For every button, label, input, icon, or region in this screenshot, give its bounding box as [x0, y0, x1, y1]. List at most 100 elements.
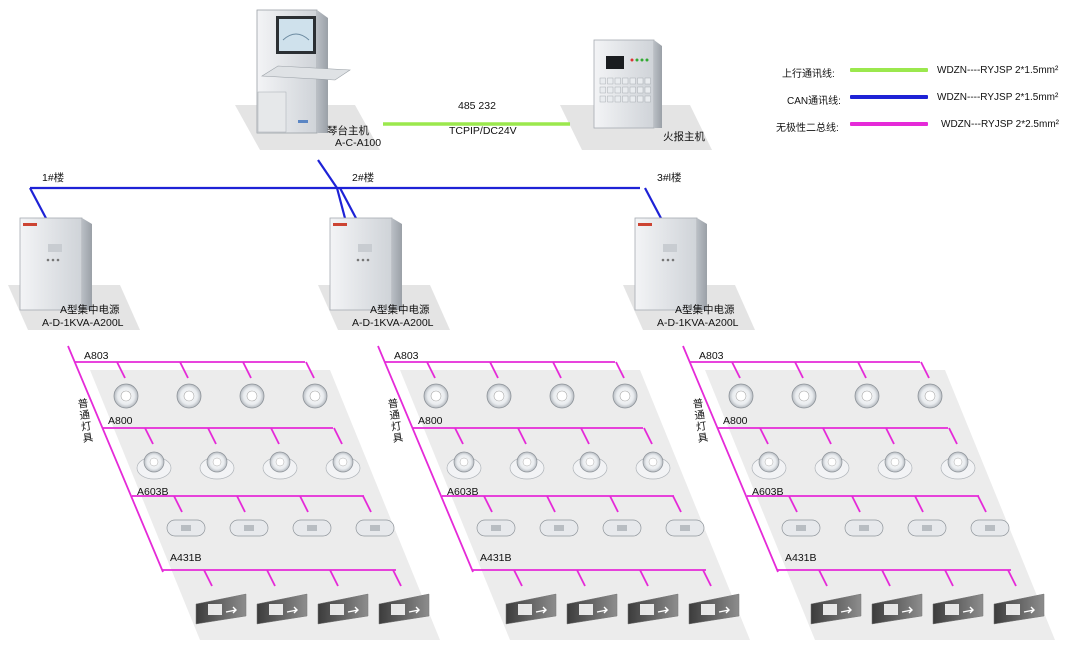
bus-spine	[682, 345, 779, 573]
bus-drop	[851, 495, 861, 513]
cabinet-led	[46, 258, 50, 262]
cabinet-led	[666, 258, 670, 262]
panel-button	[629, 95, 636, 103]
bus-drop	[885, 427, 895, 445]
downlight-lens	[309, 390, 321, 402]
panel-button	[614, 86, 621, 94]
exit-sign-figure	[391, 604, 405, 615]
row-label-a803: A803	[394, 350, 419, 362]
cabinet-side	[82, 218, 92, 310]
devices	[728, 383, 1045, 625]
dome-light-lens	[890, 457, 900, 467]
power-name: A型集中电源	[370, 304, 430, 316]
cabinet-led	[366, 258, 370, 262]
floor-group	[8, 217, 440, 640]
panel-button	[614, 95, 621, 103]
console-name: 琴台主机	[327, 125, 369, 137]
can-bus	[29, 159, 664, 223]
bus-drop	[609, 495, 619, 513]
bus-drop	[944, 569, 954, 587]
console-workstation-icon	[256, 9, 351, 134]
row-label-a800: A800	[418, 415, 443, 427]
power-model: A-D-1KVA-A200L	[657, 317, 739, 329]
exit-arrow-icon	[962, 606, 974, 614]
can-drop	[339, 187, 359, 223]
panel-button	[614, 77, 621, 85]
floor-tag: 2#楼	[352, 172, 375, 184]
bus-drop	[305, 361, 315, 379]
bus-drop	[759, 427, 769, 445]
dome-light-lens	[338, 457, 348, 467]
downlight-lens	[798, 390, 810, 402]
bus-drop	[207, 427, 217, 445]
legend-bus-swatch	[850, 122, 928, 126]
dome-light-lens	[585, 457, 595, 467]
dome-light-lens	[827, 457, 837, 467]
fire-alarm-panel-icon	[593, 39, 662, 129]
twin-head-center	[181, 525, 191, 531]
cabinet-display	[48, 244, 62, 252]
exit-sign-figure	[884, 604, 898, 615]
downlight-lens	[246, 390, 258, 402]
exit-arrow-icon	[901, 606, 913, 614]
bus-drop	[299, 495, 309, 513]
downlight-lens	[430, 390, 442, 402]
bus-drop	[818, 569, 828, 587]
exit-sign-figure	[269, 604, 283, 615]
legend-bus-label: 无极性二总线:	[776, 123, 839, 134]
bus-drop	[1007, 569, 1017, 587]
power-model: A-D-1KVA-A200L	[42, 317, 124, 329]
panel-button	[622, 95, 629, 103]
floor-plane	[400, 370, 750, 640]
row-label-a800: A800	[723, 415, 748, 427]
bus-drop	[489, 361, 499, 379]
exit-arrow-icon	[657, 606, 669, 614]
panel-button	[629, 77, 636, 85]
bus-drop	[426, 361, 436, 379]
bus-drop	[702, 569, 712, 587]
twin-head-center	[922, 525, 932, 531]
twin-head-center	[370, 525, 380, 531]
exit-arrow-icon	[225, 606, 237, 614]
cabinet-led	[356, 258, 360, 262]
bus-drop	[977, 495, 987, 513]
twin-head-center	[680, 525, 690, 531]
bus-drop	[576, 569, 586, 587]
bus-drop	[513, 569, 523, 587]
bus-drop	[517, 427, 527, 445]
floor-plane	[90, 370, 440, 640]
bus-drop	[731, 361, 741, 379]
row-label-a603b: A603B	[447, 486, 479, 498]
panel-button	[637, 95, 644, 103]
power-name: A型集中电源	[675, 304, 735, 316]
floor-groups	[8, 217, 1055, 640]
dome-light-lens	[149, 457, 159, 467]
cabinet-led	[51, 258, 55, 262]
cabinet-front	[634, 217, 698, 311]
legend-uplink-spec: WDZN----RYJSP 2*1.5mm²	[937, 65, 1059, 76]
downlight-lens	[556, 390, 568, 402]
cabinet-display	[358, 244, 372, 252]
bus-drop	[672, 495, 682, 513]
bus-drop	[266, 569, 276, 587]
bus-spine	[67, 345, 164, 573]
dome-light-lens	[459, 457, 469, 467]
bus-drop	[173, 495, 183, 513]
exit-sign-figure	[579, 604, 593, 615]
panel-button	[622, 77, 629, 85]
exit-arrow-icon	[596, 606, 608, 614]
bus-drop	[580, 427, 590, 445]
legend-uplink-label: 上行通讯线:	[782, 69, 835, 80]
bus-drop	[454, 427, 464, 445]
power-cabinet-icon	[19, 217, 92, 311]
legend-can-label: CAN通讯线:	[787, 96, 841, 107]
bus-drop	[643, 427, 653, 445]
panel-button	[629, 86, 636, 94]
bus-drop	[270, 427, 280, 445]
dome-light-lens	[212, 457, 222, 467]
twin-head-center	[244, 525, 254, 531]
row-label-a431b: A431B	[480, 552, 512, 564]
exit-arrow-icon	[535, 606, 547, 614]
cabinet-display	[663, 244, 677, 252]
floor-tag: 3#l楼	[657, 172, 682, 184]
